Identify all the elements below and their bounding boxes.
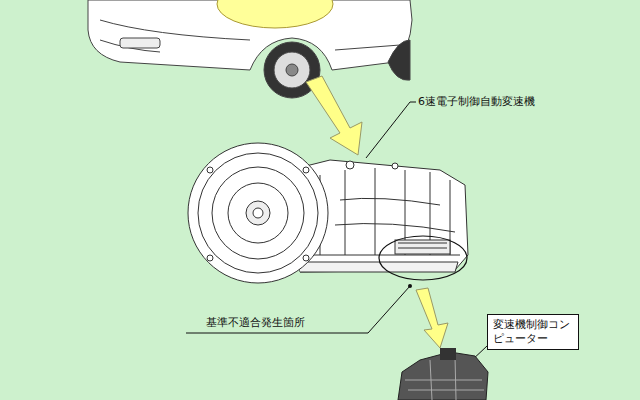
- part-label: 6速電子制御自動変速機: [418, 95, 535, 108]
- part-label: 基準不適合発生箇所: [206, 316, 305, 329]
- box-text: 変速機制御コンピューター: [493, 318, 572, 346]
- label-box: 変速機制御コンピューター: [487, 314, 579, 350]
- leader-line: [186, 102, 487, 362]
- control-computer-illustration: [398, 348, 488, 400]
- leader-dot: [408, 284, 412, 288]
- car-illustration: [88, 0, 412, 98]
- transmission-illustration: [188, 143, 468, 283]
